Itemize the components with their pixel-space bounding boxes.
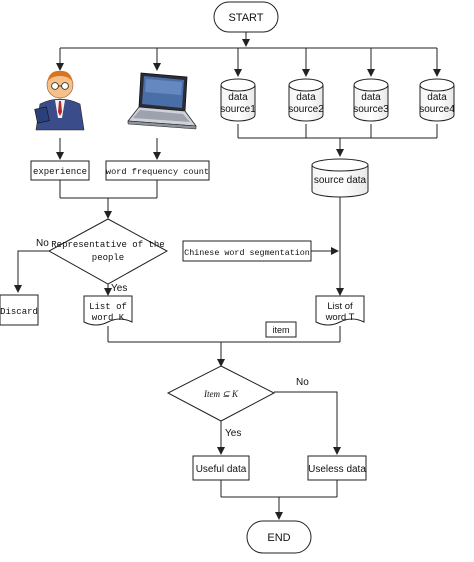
decision-item-subset: Item ⊆ K — [166, 365, 276, 422]
list-word-t-document: List of word T — [315, 295, 365, 326]
source-data-label: source data — [314, 175, 367, 186]
source-data-node: source data — [311, 158, 369, 198]
decision1-label-line2: people — [92, 253, 124, 263]
list-t-label-line1: List of — [327, 301, 353, 312]
useless-data-box: Useless data — [307, 455, 367, 481]
list-k-label-line1: List of — [89, 302, 127, 312]
source3-label-line1: data — [361, 92, 381, 103]
discard-label: Discard — [0, 307, 38, 317]
source3-label-line2: source3 — [353, 104, 389, 115]
chinese-segmentation-box: Chinese word segmentation — [182, 240, 312, 262]
decision2-label: Item ⊆ K — [203, 389, 239, 399]
list-word-k-document: List of word K — [83, 295, 133, 326]
item-label: item — [272, 325, 289, 335]
decision1-yes-label: Yes — [111, 283, 127, 294]
word-frequency-label: word frequency count — [106, 167, 209, 177]
source1-label-line2: source1 — [220, 104, 256, 115]
source4-label-line1: data — [427, 92, 447, 103]
useful-data-label: Useful data — [196, 464, 247, 475]
source4-label-line2: source4 — [419, 104, 455, 115]
data-source-1: data source1 — [220, 78, 256, 122]
experience-label: experience — [33, 167, 87, 177]
source1-label-line1: data — [228, 92, 248, 103]
data-source-2: data source2 — [288, 78, 324, 122]
connectors — [14, 32, 441, 520]
discard-box: Discard — [0, 294, 39, 326]
useless-data-label: Useless data — [308, 464, 366, 475]
experience-box: experience — [30, 160, 90, 181]
decision2-no-label: No — [296, 377, 309, 388]
useful-data-box: Useful data — [192, 455, 250, 481]
end-label: END — [267, 532, 290, 544]
connector-decision1-no — [14, 250, 50, 293]
chinese-segmentation-label: Chinese word segmentation — [184, 248, 310, 258]
data-source-4: data source4 — [419, 78, 455, 122]
laptop-icon — [127, 72, 197, 130]
person-icon — [34, 70, 85, 131]
item-box: item — [265, 321, 297, 338]
source2-label-line1: data — [296, 92, 316, 103]
data-source-3: data source3 — [353, 78, 389, 122]
list-k-label-line2: word K — [92, 313, 125, 323]
decision1-label-line1: Representative of the — [51, 240, 164, 250]
source2-label-line2: source2 — [288, 104, 324, 115]
end-node: END — [246, 520, 312, 554]
decision2-yes-label: Yes — [225, 428, 241, 439]
decision1-no-label: No — [36, 238, 49, 249]
word-frequency-box: word frequency count — [105, 160, 210, 181]
list-t-label-line2: word T — [325, 312, 355, 323]
connector-decision2-no — [274, 391, 341, 455]
start-node: START — [213, 1, 279, 33]
decision-representative: Representative of the people — [47, 218, 169, 285]
start-label: START — [228, 12, 263, 24]
